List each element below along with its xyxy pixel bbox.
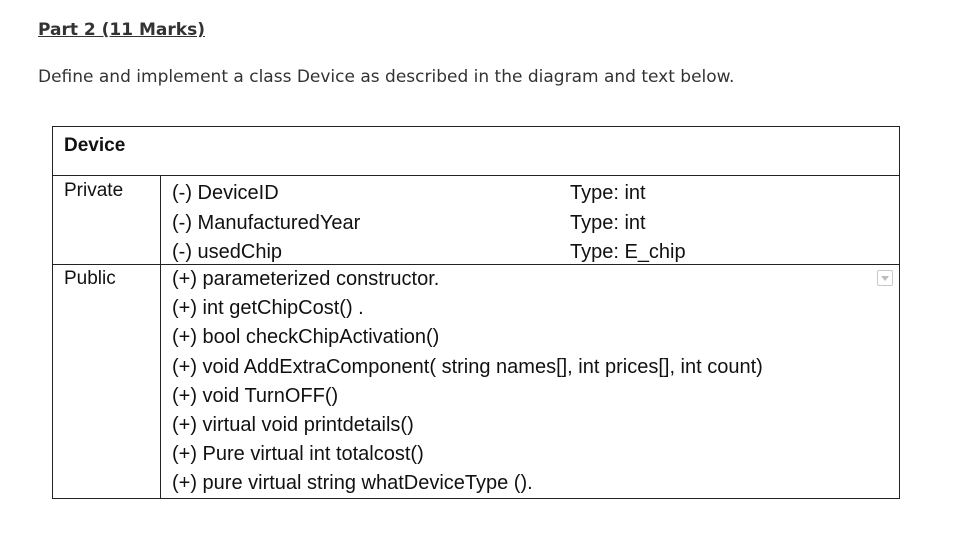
method-item: (+) parameterized constructor. (172, 268, 440, 290)
method-item: (+) bool checkChipActivation() (172, 326, 440, 349)
instruction-text: Define and implement a class Device as d… (38, 67, 735, 87)
member-name: (-) DeviceID (172, 182, 279, 204)
method-item: (+) void TurnOFF() (172, 384, 339, 407)
member-name: (-) usedChip (172, 241, 283, 263)
part-heading: Part 2 (11 Marks) (38, 20, 205, 40)
method-item: (+) void AddExtraComponent( string names… (172, 355, 763, 378)
private-member-row: (-) DeviceID Type: int (172, 179, 890, 209)
private-member-row: (-) usedChip Type: E_chip (172, 238, 890, 268)
member-type: Type: int (570, 211, 646, 234)
method-item: (+) pure virtual string whatDeviceType (… (172, 472, 533, 495)
section-divider (53, 264, 899, 265)
header-divider (53, 175, 899, 176)
column-divider (160, 175, 161, 498)
class-name: Device (64, 135, 126, 156)
member-name: (-) ManufacturedYear (172, 211, 361, 234)
method-item: (+) virtual void printdetails() (172, 413, 414, 436)
private-member-row: (-) ManufacturedYear Type: int (172, 209, 890, 239)
public-section-label: Public (64, 268, 116, 289)
public-methods-list: (+) parameterized constructor. (+) int g… (172, 265, 763, 499)
method-item: (+) int getChipCost() . (172, 297, 364, 320)
private-section-label: Private (64, 180, 124, 201)
chevron-down-icon[interactable] (877, 270, 893, 286)
member-type: Type: E_chip (570, 241, 686, 263)
method-item: (+) Pure virtual int totalcost() (172, 443, 424, 466)
private-members-list: (-) DeviceID Type: int (-) ManufacturedY… (172, 179, 890, 268)
uml-class-diagram: Device Private (-) DeviceID Type: int (-… (52, 126, 900, 499)
member-type: Type: int (570, 182, 646, 204)
